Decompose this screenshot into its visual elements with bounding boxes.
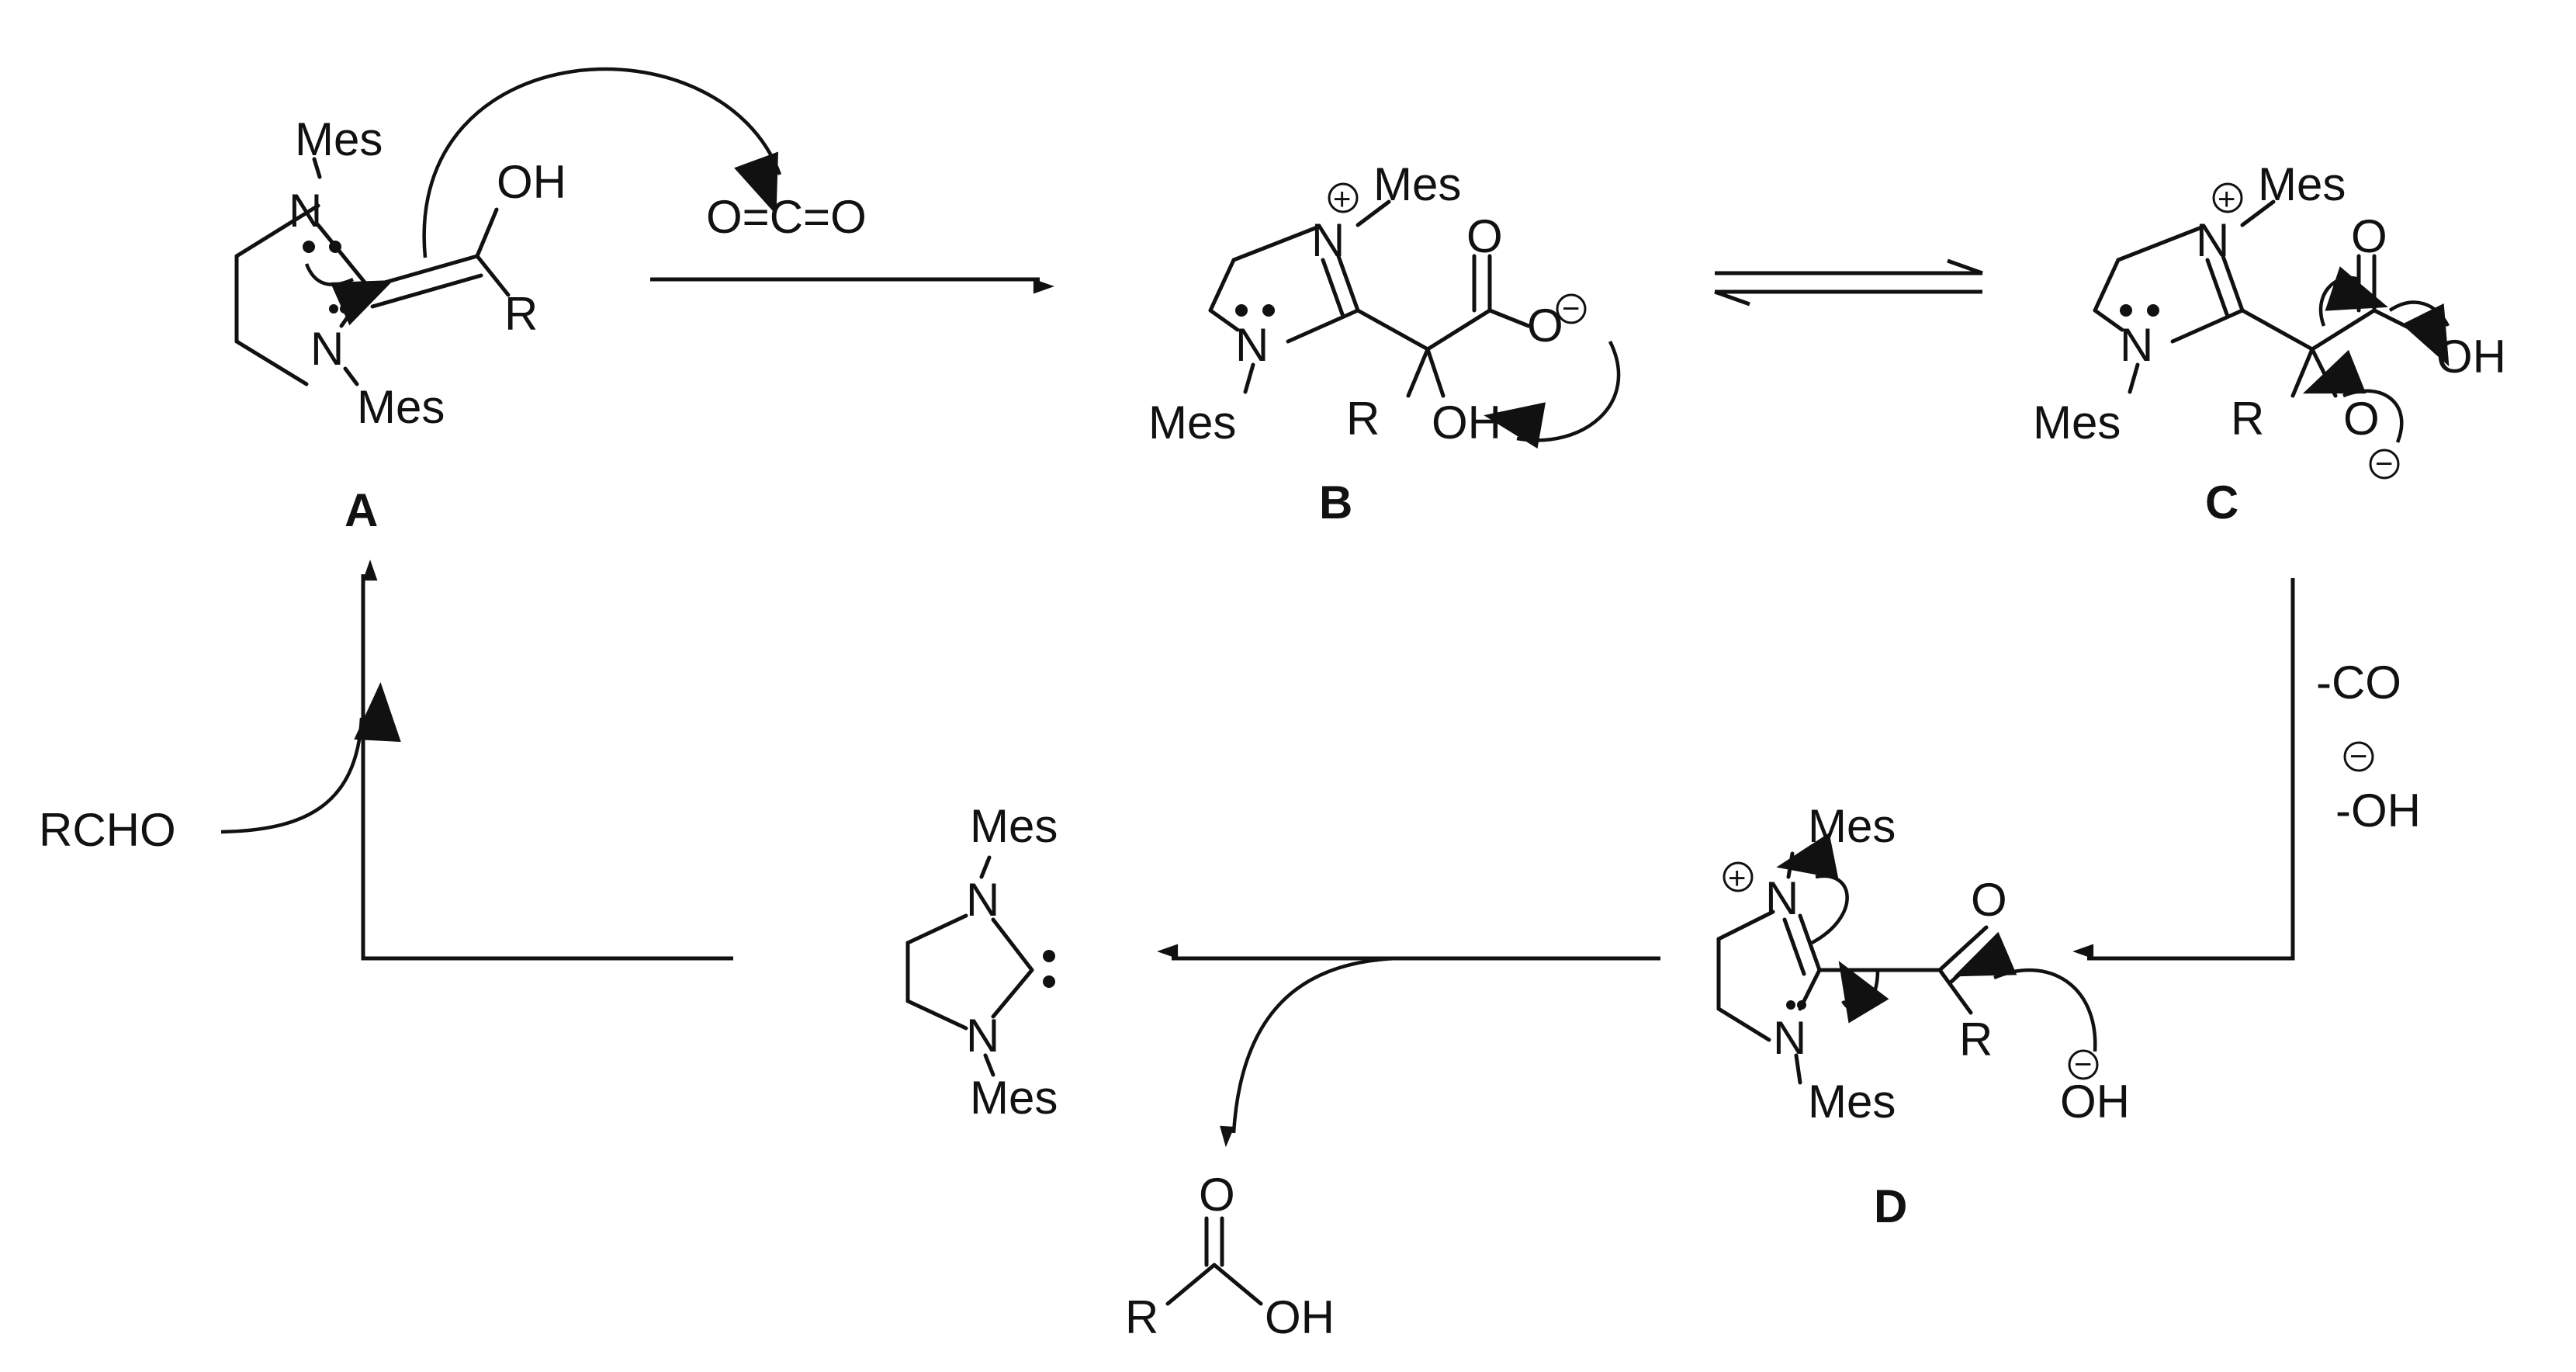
d-lone-pair-dot — [1786, 1000, 1795, 1010]
a-n1: N — [289, 185, 322, 237]
d-r: R — [1959, 1013, 1993, 1065]
co2-reagent: O=C=O — [706, 191, 867, 243]
free-carbene: N N Mes Mes — [905, 800, 1058, 1124]
acid-r: R — [1125, 1291, 1158, 1343]
d-oh-nucleophile: OH — [2060, 1076, 2130, 1128]
rcho-entry-arrow — [220, 681, 401, 834]
arrow-c-to-d — [2072, 578, 2295, 961]
c-mes-bottom: Mes — [2033, 397, 2121, 449]
c-r: R — [2231, 393, 2264, 445]
b-lone-pair-dot — [1262, 304, 1275, 317]
a-lone-pair-dot — [329, 304, 338, 314]
structure-d: N N Mes Mes O R OH + − D — [1716, 800, 2130, 1232]
d-n1: N — [1765, 872, 1799, 924]
arrow-carbene-to-a — [361, 560, 733, 961]
equilibrium-arrows — [1714, 258, 1983, 307]
d-mes-top: Mes — [1808, 800, 1896, 852]
loss-co: -CO — [2316, 657, 2401, 709]
a-curly-arrow-to-co2 — [422, 68, 782, 258]
b-mes-top: Mes — [1373, 158, 1461, 210]
structure-a: N N Mes Mes OH R A — [234, 68, 782, 536]
loss-oh-minus: − — [2349, 740, 2367, 774]
d-curly-arrow-n — [1776, 833, 1849, 944]
d-lone-pair-dot — [1797, 1000, 1806, 1010]
a-lone-pair-dot — [303, 241, 315, 253]
a-n3: N — [310, 323, 344, 375]
a-lone-pair-dot — [329, 241, 341, 253]
a-curly-arrow-nitrogen — [304, 263, 394, 326]
d-minus-charge: − — [2074, 1048, 2092, 1082]
carbene-lone-pair-dot — [1043, 950, 1055, 962]
label-b: B — [1319, 476, 1352, 528]
b-mes-bottom: Mes — [1148, 397, 1236, 449]
c-curly-arrow-carbonyl — [2318, 266, 2388, 327]
c-mes-top: Mes — [2258, 158, 2346, 210]
a-mes-bottom: Mes — [357, 381, 445, 433]
a-r: R — [504, 288, 538, 340]
carboxylic-acid-product: O R OH — [1125, 1169, 1335, 1343]
b-n3: N — [1235, 319, 1269, 371]
b-curly-arrow — [1484, 340, 1621, 449]
acid-o: O — [1199, 1169, 1235, 1221]
loss-oh: -OH — [2335, 785, 2421, 837]
d-curly-arrow-hydroxide — [1953, 931, 2097, 1052]
carbene-n1: N — [966, 874, 999, 926]
b-o-carbonyl: O — [1466, 210, 1503, 262]
b-n1: N — [1311, 214, 1345, 266]
c-o-alkoxide: O — [2343, 393, 2380, 445]
a-lone-pair-dot — [340, 304, 349, 314]
d-curly-arrow-bond — [1838, 961, 1889, 1024]
carbene-mes-bottom: Mes — [970, 1072, 1058, 1124]
acid-oh: OH — [1265, 1291, 1335, 1343]
d-plus-charge: + — [1728, 861, 1746, 896]
c-o-carbonyl: O — [2351, 210, 2387, 262]
d-o: O — [1971, 874, 2007, 926]
rcho-reagent: RCHO — [39, 804, 176, 856]
b-oh: OH — [1432, 397, 1501, 449]
structure-c: N N Mes Mes O OH R O + − C — [2033, 158, 2506, 528]
c-curly-arrow-alkoxide — [2302, 349, 2404, 443]
c-plus-charge: + — [2218, 182, 2235, 217]
label-d: D — [1874, 1180, 1907, 1232]
c-minus-charge: − — [2375, 447, 2393, 481]
b-plus-charge: + — [1333, 182, 1351, 217]
carbene-n3: N — [966, 1010, 999, 1062]
carbene-lone-pair-dot — [1043, 975, 1055, 988]
c-n3: N — [2120, 319, 2153, 371]
c-lone-pair-dot — [2120, 304, 2132, 317]
c-n1: N — [2196, 214, 2229, 266]
c-lone-pair-dot — [2147, 304, 2159, 317]
label-c: C — [2205, 476, 2238, 528]
carbene-mes-top: Mes — [970, 800, 1058, 852]
c-oh: OH — [2436, 331, 2506, 383]
arrow-release-acid — [1220, 956, 1397, 1148]
b-lone-pair-dot — [1235, 304, 1248, 317]
c-curly-arrow-oh — [2388, 300, 2450, 367]
a-mes-top: Mes — [295, 113, 383, 165]
structure-b: N N Mes Mes O O R OH + − B — [1148, 158, 1621, 528]
d-mes-bottom: Mes — [1808, 1076, 1896, 1128]
d-n3: N — [1773, 1012, 1806, 1064]
label-a: A — [345, 484, 378, 536]
b-minus-charge: − — [1562, 292, 1580, 326]
b-r: R — [1346, 393, 1380, 445]
a-oh: OH — [497, 156, 566, 208]
